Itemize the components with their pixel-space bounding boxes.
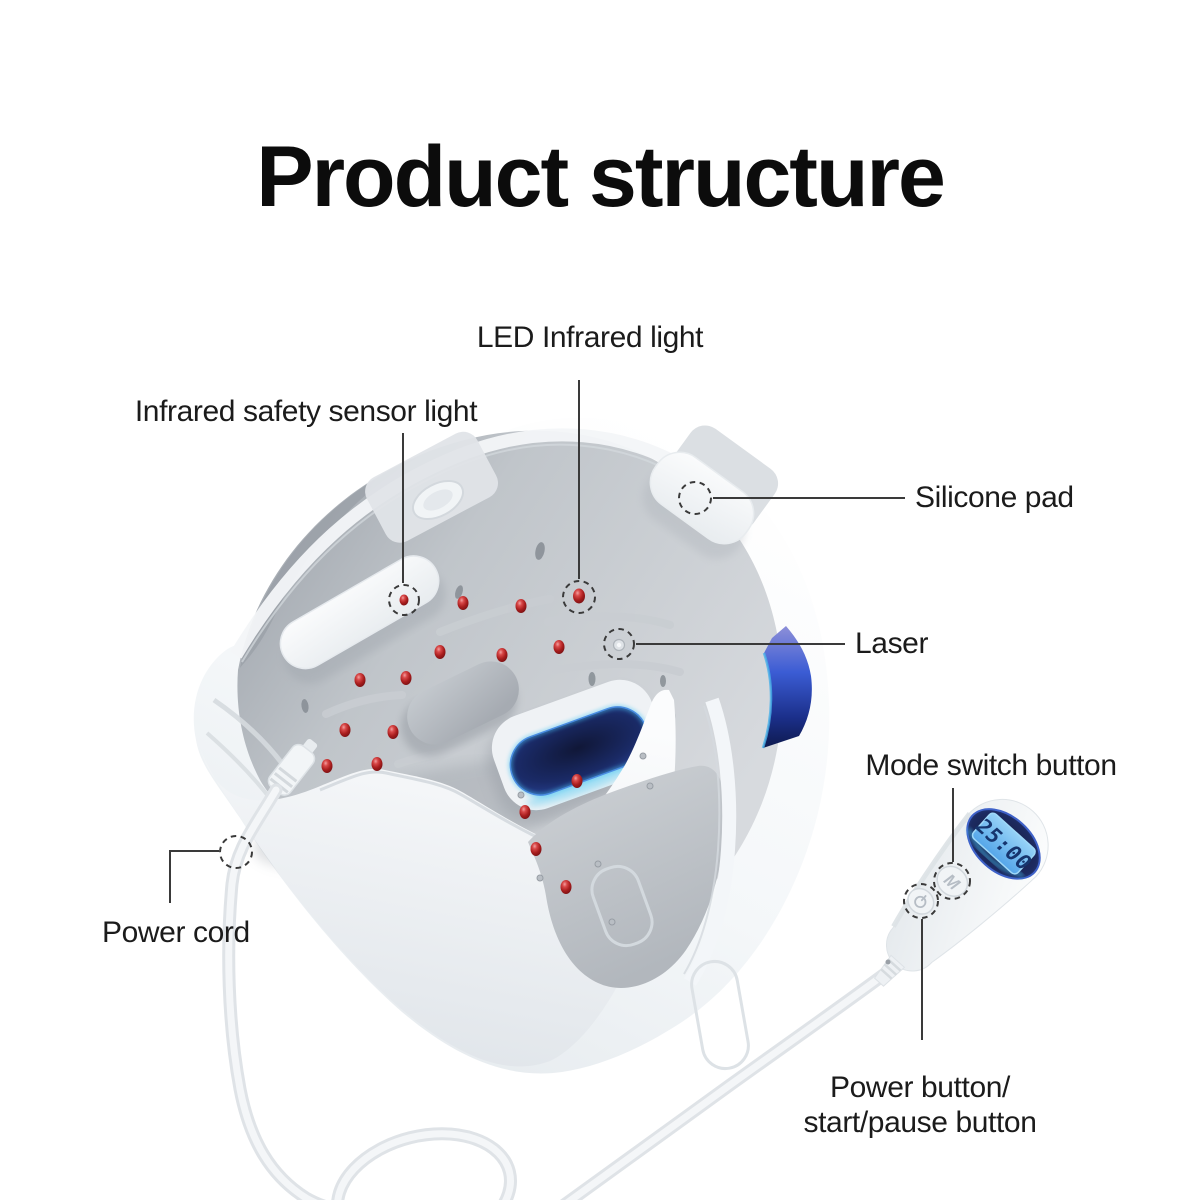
power-cord (222, 783, 897, 1200)
callout-mode-switch (933, 788, 971, 900)
led-dot (519, 805, 531, 819)
led-dot (371, 757, 383, 771)
led-dot (457, 596, 469, 610)
callouts (169, 380, 971, 1040)
oval-button-inner (423, 489, 453, 511)
remote-cord-hole (885, 959, 891, 965)
callout-power-cord (169, 835, 253, 903)
label-power-button-line1: Power button/ (830, 1071, 1010, 1104)
brim-groove-2 (690, 959, 750, 1071)
callout-silicone-pad (678, 481, 905, 515)
led-dot (496, 648, 508, 662)
led-dot (515, 599, 527, 613)
remote-strain-relief (873, 954, 906, 987)
remote-body-shade (891, 811, 972, 928)
power-button (907, 887, 935, 915)
label-led-infrared-light: LED Infrared light (476, 321, 704, 354)
center-bump (407, 661, 519, 745)
left-cushion-pad (279, 555, 440, 670)
label-laser: Laser (855, 627, 929, 660)
label-mode-switch-button: Mode switch button (865, 749, 1117, 782)
lower-tray (528, 765, 726, 988)
helmet (193, 417, 830, 1074)
label-power-button-line2: start/pause button (803, 1106, 1037, 1139)
remote-control: 25:00 M (873, 798, 1049, 987)
led-dot (387, 725, 399, 739)
label-silicone-pad: Silicone pad (915, 481, 1074, 514)
safety-sensor-led (399, 594, 409, 606)
shell-accent-glow-edge (761, 652, 773, 749)
dome-vent-holes (301, 542, 666, 713)
led-dot (553, 640, 565, 654)
brim-edge-shading (319, 770, 552, 846)
callout-laser (603, 628, 845, 660)
page-title: Product structure (256, 129, 946, 225)
led-dot (339, 723, 351, 737)
strain-relief-ribs (880, 958, 902, 980)
laser-diode (612, 638, 626, 652)
silicone-pad (649, 451, 755, 545)
label-infrared-safety-sensor-light: Infrared safety sensor light (134, 395, 478, 428)
callout-power-button (903, 883, 939, 1040)
front-brim (200, 689, 676, 1067)
led-infrared-light (573, 588, 585, 604)
led-dot (434, 645, 446, 659)
label-power-cord: Power cord (102, 916, 250, 949)
led-dot (321, 759, 333, 773)
led-dot (400, 671, 412, 685)
power-icon (914, 895, 927, 909)
right-wall-highlight (684, 697, 737, 986)
infrared-led-array (321, 588, 585, 894)
power-plug (267, 738, 318, 796)
led-dot (354, 673, 366, 687)
shell-blue-accent (763, 626, 812, 748)
lcd-screen (971, 812, 1036, 875)
callout-safety-sensor (388, 433, 420, 616)
led-dot (560, 880, 572, 894)
led-dot (530, 842, 542, 856)
tray-screws (517, 752, 654, 926)
label-power-button: Power button/ start/pause button (804, 1070, 1037, 1140)
right-wall-line (683, 705, 721, 975)
mode-button (936, 865, 969, 897)
callout-led-infrared-light (562, 380, 596, 614)
led-dot (571, 774, 583, 788)
brim-groove-1 (590, 864, 654, 948)
